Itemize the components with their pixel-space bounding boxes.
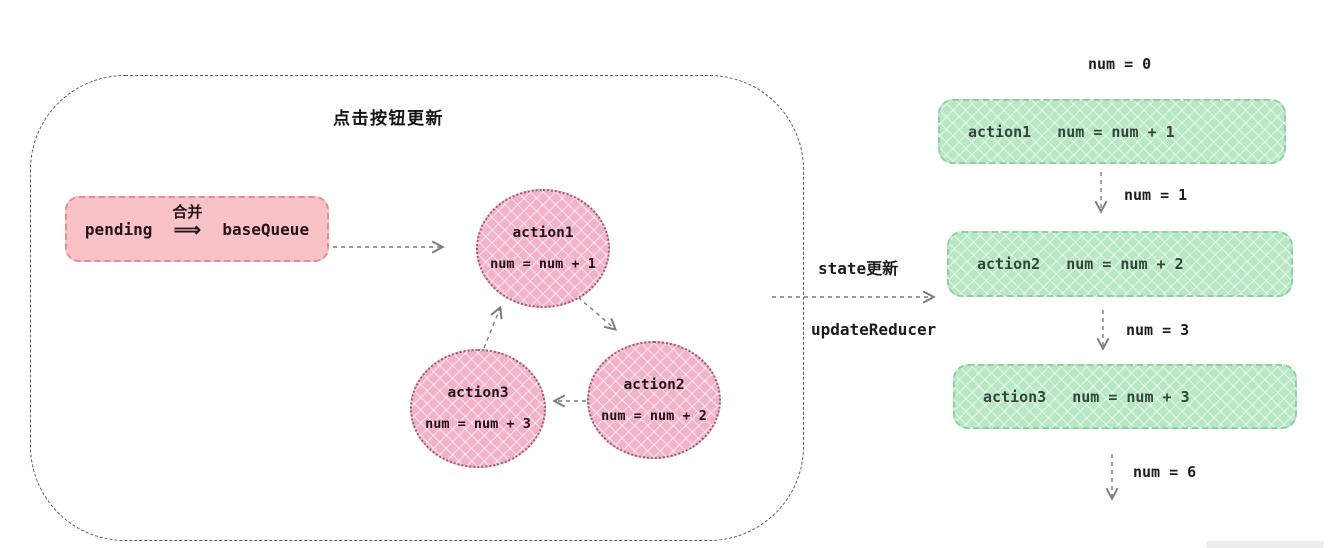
basequeue-label: baseQueue [222,219,310,239]
num-after-action2-label: num = 3 [1126,321,1190,339]
exec-action-name: action3 [983,387,1047,406]
queue-node-action2: action2 num = num + 2 [587,341,721,459]
exec-action-name: action2 [977,255,1041,273]
watermark-cutoff [1206,541,1324,548]
pending-label: pending [84,219,153,239]
num-after-action1-label: num = 1 [1124,186,1188,204]
exec-action-expression: num = num + 2 [1066,255,1184,273]
queue-node-action1: action1 num = num + 1 [476,189,610,308]
exec-action-expression: num = num + 1 [1057,122,1175,141]
pending-basequeue-box: pending 合并 ⟹ baseQueue [65,196,329,262]
exec-action-name: action1 [968,122,1032,141]
click-update-container [30,75,804,541]
node-expression: num = num + 1 [490,256,596,272]
queue-node-action3: action3 num = num + 3 [410,349,546,468]
double-arrow-icon: ⟹ [173,218,201,241]
node-name: action1 [512,225,574,241]
state-update-label: state更新 [818,259,899,278]
exec-action-expression: num = num + 3 [1072,387,1190,406]
num-initial-label: num = 0 [1088,55,1152,73]
exec-box-action3: action3 num = num + 3 [953,364,1297,429]
node-name: action2 [623,376,685,393]
merge-arrow-group: 合并 ⟹ [172,205,202,240]
merge-label: 合并 [172,203,203,221]
node-name: action3 [447,385,509,401]
container-title: 点击按钮更新 [333,109,444,128]
exec-box-action2: action2 num = num + 2 [947,231,1293,297]
num-after-action3-label: num = 6 [1133,463,1197,481]
exec-box-action1: action1 num = num + 1 [938,99,1286,164]
node-expression: num = num + 2 [601,407,707,424]
node-expression: num = num + 3 [425,416,531,432]
update-reducer-label: updateReducer [811,320,937,339]
